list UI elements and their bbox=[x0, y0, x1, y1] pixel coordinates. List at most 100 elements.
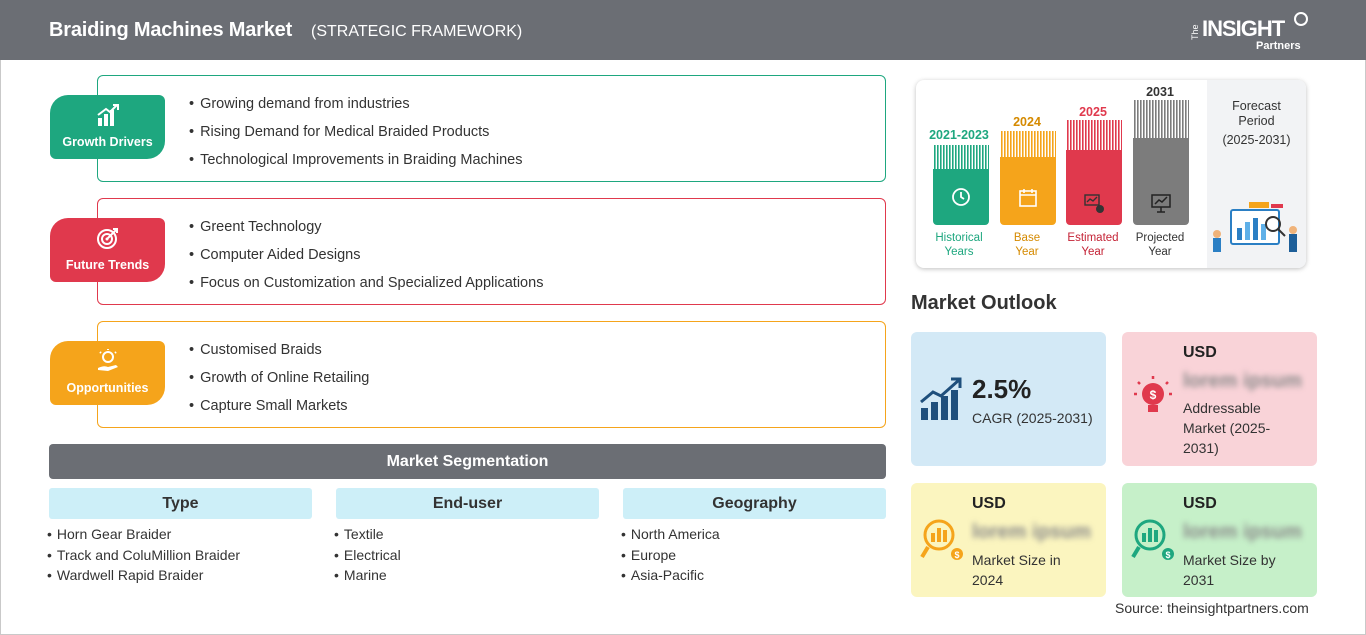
stripe-line bbox=[1173, 100, 1175, 138]
stripe-line bbox=[1118, 120, 1120, 150]
list-item: Track and ColuMillion Braider bbox=[47, 547, 240, 568]
stripe-line bbox=[1097, 120, 1099, 150]
addressable-label-2: Market (2025- bbox=[1183, 420, 1271, 436]
list-item: Marine bbox=[334, 567, 401, 588]
list-item: Technological Improvements in Braiding M… bbox=[189, 152, 522, 180]
forecast-label: Forecast bbox=[1232, 99, 1281, 113]
addressable-market-card: $ USD lorem ipsum Addressable Market (20… bbox=[1122, 332, 1317, 466]
stripe-line bbox=[958, 145, 960, 169]
size2024-label-2: 2024 bbox=[972, 572, 1004, 588]
market-outlook-title: Market Outlook bbox=[911, 292, 1057, 314]
stripe-line bbox=[1146, 100, 1148, 138]
history-clock-icon bbox=[952, 188, 970, 206]
source-credit: Source: theinsightpartners.com bbox=[1115, 600, 1309, 616]
page-subtitle: (STRATEGIC FRAMEWORK) bbox=[311, 23, 523, 40]
stripe-line bbox=[967, 145, 969, 169]
stripes-projected bbox=[1134, 100, 1189, 138]
insight-partners-logo[interactable]: The INSIGHT Partners bbox=[1190, 10, 1310, 54]
list-item: Asia-Pacific bbox=[621, 567, 720, 588]
stripe-line bbox=[1043, 131, 1045, 157]
growth-bars-icon bbox=[920, 377, 962, 420]
stripe-line bbox=[1049, 131, 1051, 157]
logo-partners: Partners bbox=[1256, 40, 1301, 52]
timeline-caption: Projected bbox=[1135, 232, 1185, 244]
segment-type-header: Type bbox=[49, 488, 312, 519]
stripe-line bbox=[1088, 120, 1090, 150]
stripe-line bbox=[1079, 120, 1081, 150]
opportunities-box: Customised Braids Growth of Online Retai… bbox=[97, 321, 886, 428]
timeline-bar-base bbox=[1000, 131, 1056, 225]
stripe-line bbox=[1082, 120, 1084, 150]
stripe-line bbox=[943, 145, 945, 169]
growth-drivers-badge: Growth Drivers bbox=[50, 95, 165, 159]
badge-label: Future Trends bbox=[65, 258, 150, 272]
size2024-usd: USD bbox=[972, 495, 1006, 512]
stripe-line bbox=[1182, 100, 1184, 138]
stripe-line bbox=[1167, 100, 1169, 138]
stripe-line bbox=[1188, 100, 1189, 138]
stripe-line bbox=[982, 145, 984, 169]
list-item: Focus on Customization and Specialized A… bbox=[189, 275, 543, 303]
page-title: Braiding Machines Market bbox=[49, 19, 293, 41]
timeline-caption: Estimated bbox=[1067, 232, 1119, 244]
stripe-line bbox=[1134, 100, 1136, 138]
badge-label: Growth Drivers bbox=[62, 135, 153, 149]
addressable-label-1: Addressable bbox=[1183, 400, 1261, 416]
timeline-year-base: 2024 bbox=[1013, 115, 1041, 129]
size2031-value: lorem ipsum bbox=[1183, 521, 1302, 543]
stripe-line bbox=[1022, 131, 1024, 157]
svg-text:$: $ bbox=[1150, 388, 1157, 402]
stripe-line bbox=[1164, 100, 1166, 138]
future-trends-list: Greent Technology Computer Aided Designs… bbox=[189, 219, 543, 303]
timeline-caption: Year bbox=[1015, 246, 1039, 258]
future-trends-box: Greent Technology Computer Aided Designs… bbox=[97, 198, 886, 305]
stripe-line bbox=[1170, 100, 1172, 138]
stripe-line bbox=[1034, 131, 1036, 157]
size2031-label-2: 2031 bbox=[1183, 572, 1215, 588]
stripe-line bbox=[988, 145, 989, 169]
stripe-line bbox=[1055, 131, 1056, 157]
money-analysis-icon: $ bbox=[920, 519, 963, 560]
addressable-label-3: 2031) bbox=[1183, 440, 1219, 456]
timeline-caption: Year bbox=[1148, 246, 1172, 258]
idea-hand-icon bbox=[98, 349, 118, 371]
list-item: North America bbox=[621, 526, 720, 547]
stripe-line bbox=[1094, 120, 1096, 150]
stripes-estimated bbox=[1067, 120, 1122, 150]
timeline-bar-estimated bbox=[1066, 120, 1122, 225]
segment-geography-list: North America Europe Asia-Pacific bbox=[621, 526, 720, 588]
stripe-line bbox=[1010, 131, 1012, 157]
stripe-line bbox=[1137, 100, 1139, 138]
stripe-line bbox=[970, 145, 972, 169]
stripe-line bbox=[1149, 100, 1151, 138]
size2024-label-1: Market Size in bbox=[972, 552, 1061, 568]
list-item: Greent Technology bbox=[189, 219, 543, 247]
opportunities-badge: Opportunities bbox=[50, 341, 165, 405]
market-size-2024-card: $ USD lorem ipsum Market Size in 2024 bbox=[911, 483, 1106, 597]
stripe-line bbox=[1155, 100, 1157, 138]
segment-enduser-list: Textile Electrical Marine bbox=[334, 526, 401, 588]
stripe-line bbox=[1176, 100, 1178, 138]
stripe-line bbox=[1091, 120, 1093, 150]
stripe-line bbox=[937, 145, 939, 169]
stripes-historical bbox=[934, 145, 989, 169]
bar-solid bbox=[1000, 157, 1056, 225]
stripe-line bbox=[1073, 120, 1075, 150]
estimate-chart-icon bbox=[1084, 194, 1104, 213]
stripe-line bbox=[1016, 131, 1018, 157]
stripe-line bbox=[1158, 100, 1160, 138]
size2031-usd: USD bbox=[1183, 495, 1217, 512]
cagr-value: 2.5% bbox=[972, 374, 1032, 404]
timeline-caption: Base bbox=[1013, 232, 1041, 244]
stripe-line bbox=[1037, 131, 1039, 157]
cagr-card: 2.5% CAGR (2025-2031) bbox=[911, 332, 1106, 466]
segment-enduser-header: End-user bbox=[336, 488, 599, 519]
list-item: Capture Small Markets bbox=[189, 398, 369, 426]
bar-solid bbox=[1066, 150, 1122, 225]
stripe-line bbox=[1046, 131, 1048, 157]
bar-solid bbox=[1133, 138, 1189, 225]
timeline-caption: Year bbox=[1081, 246, 1105, 258]
stripe-line bbox=[1143, 100, 1145, 138]
stripe-line bbox=[1052, 131, 1054, 157]
logo-ring-icon bbox=[1294, 12, 1308, 26]
